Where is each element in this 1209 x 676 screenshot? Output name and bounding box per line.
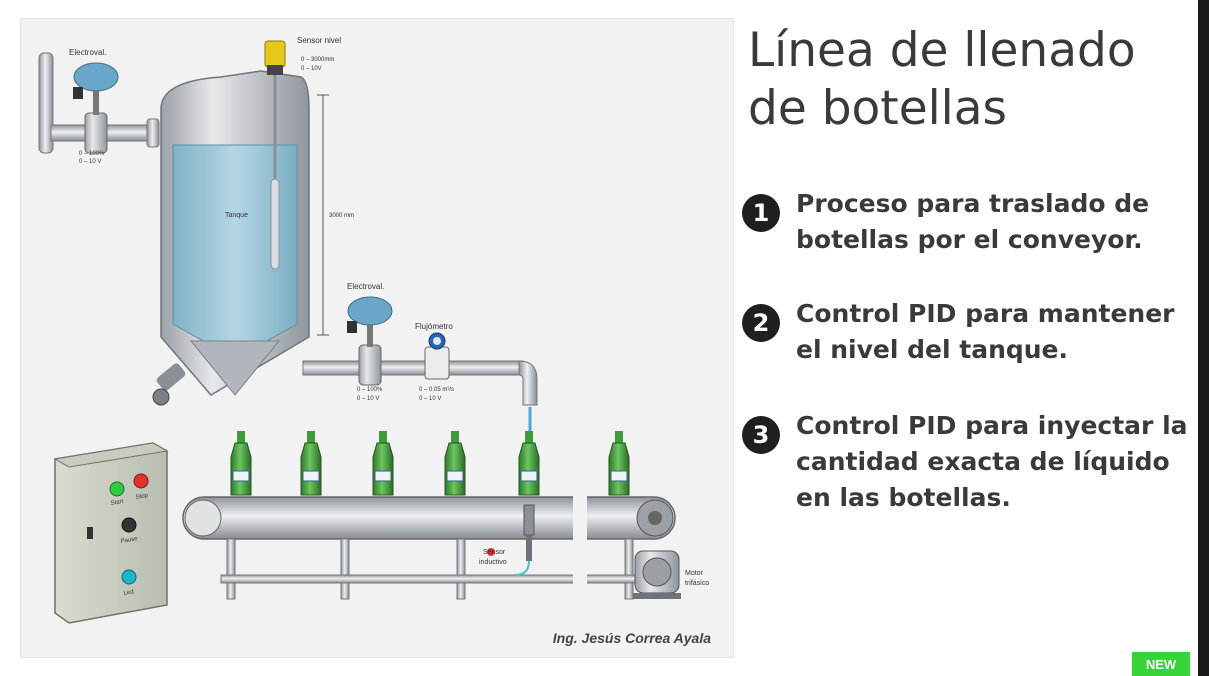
level-sensor bbox=[264, 40, 286, 270]
inductive-sensor-label-line1: Sensor bbox=[483, 549, 506, 556]
inductive-sensor bbox=[487, 504, 535, 576]
point-3-text: Control PID para inyectar la cantidad ex… bbox=[796, 411, 1188, 512]
pause-label: Pause bbox=[120, 536, 138, 545]
flowmeter bbox=[424, 332, 450, 380]
inlet-valve-label: Electroval. bbox=[69, 48, 106, 57]
start-button[interactable] bbox=[109, 481, 125, 497]
inductive-sensor-label-line2: inductivo bbox=[479, 559, 507, 566]
start-label: Start bbox=[110, 499, 124, 507]
level-sensor-range-mm: 0 – 3000mm bbox=[301, 57, 334, 63]
author-credit: Ing. Jesús Correa Ayala bbox=[553, 630, 711, 646]
bottle bbox=[444, 431, 466, 496]
inlet-valve-range-v: 0 – 10 V bbox=[79, 159, 101, 165]
bottle bbox=[518, 431, 540, 496]
bottle bbox=[230, 431, 252, 496]
process-diagram: Electroval. 0 – 100% 0 – 10 V Tanque Sen… bbox=[20, 18, 734, 658]
outlet-valve bbox=[347, 296, 393, 386]
bottle bbox=[300, 431, 322, 496]
motor bbox=[633, 550, 681, 599]
conveyor bbox=[182, 495, 676, 600]
inlet-pipe-flange bbox=[38, 52, 54, 154]
screen-edge bbox=[1198, 0, 1209, 676]
outlet-valve-label: Electroval. bbox=[347, 282, 384, 291]
stop-button[interactable] bbox=[133, 473, 149, 489]
motor-label: Motor trifásico bbox=[685, 570, 709, 587]
inductive-sensor-label: Sensor inductivo bbox=[479, 549, 507, 566]
level-sensor-range-v: 0 – 10V bbox=[301, 66, 322, 72]
point-1-text: Proceso para traslado de botellas por el… bbox=[796, 189, 1150, 254]
outlet-valve-range-pct: 0 – 100% bbox=[357, 387, 383, 393]
drain-valve bbox=[152, 363, 186, 406]
motor-label-line2: trifásico bbox=[685, 580, 709, 587]
point-2: 2 Control PID para mantener el nivel del… bbox=[742, 296, 1192, 368]
tank-label: Tanque bbox=[225, 212, 248, 219]
pause-button[interactable] bbox=[121, 517, 137, 533]
inlet-pipe-coupling bbox=[146, 118, 160, 148]
tank bbox=[160, 70, 310, 396]
tank-height-label: 3000 mm bbox=[329, 213, 354, 219]
tank-height-dimension bbox=[317, 94, 329, 336]
outlet-pipe bbox=[302, 360, 524, 376]
slide-title: Línea de llenado de botellas bbox=[748, 23, 1136, 136]
outlet-pipe-elbow bbox=[518, 360, 538, 406]
new-badge: NEW bbox=[1132, 652, 1190, 676]
diagram-svg: Electroval. 0 – 100% 0 – 10 V Tanque Sen… bbox=[38, 36, 711, 646]
point-1-number: 1 bbox=[742, 194, 780, 232]
inlet-valve-range-pct: 0 – 100% bbox=[79, 151, 105, 157]
level-sensor-label: Sensor nivel bbox=[297, 36, 341, 45]
outlet-valve-range-v: 0 – 10 V bbox=[357, 396, 379, 402]
bottle bbox=[608, 431, 630, 496]
point-2-number: 2 bbox=[742, 304, 780, 342]
stop-label: Stop bbox=[135, 493, 149, 501]
point-1: 1 Proceso para traslado de botellas por … bbox=[742, 186, 1192, 258]
flowmeter-range-v: 0 – 10 V bbox=[419, 396, 441, 402]
inlet-valve bbox=[73, 62, 119, 154]
led-indicator bbox=[121, 569, 137, 585]
bottle bbox=[372, 431, 394, 496]
point-3: 3 Control PID para inyectar la cantidad … bbox=[742, 408, 1192, 516]
point-2-text: Control PID para mantener el nivel del t… bbox=[796, 299, 1175, 364]
motor-label-line1: Motor bbox=[685, 570, 704, 577]
control-panel bbox=[53, 442, 169, 624]
point-3-number: 3 bbox=[742, 416, 780, 454]
led-label: Led bbox=[123, 589, 134, 597]
flowmeter-range: 0 – 0.05 m³/s bbox=[419, 387, 454, 393]
flowmeter-label: Flujómetro bbox=[415, 322, 453, 331]
